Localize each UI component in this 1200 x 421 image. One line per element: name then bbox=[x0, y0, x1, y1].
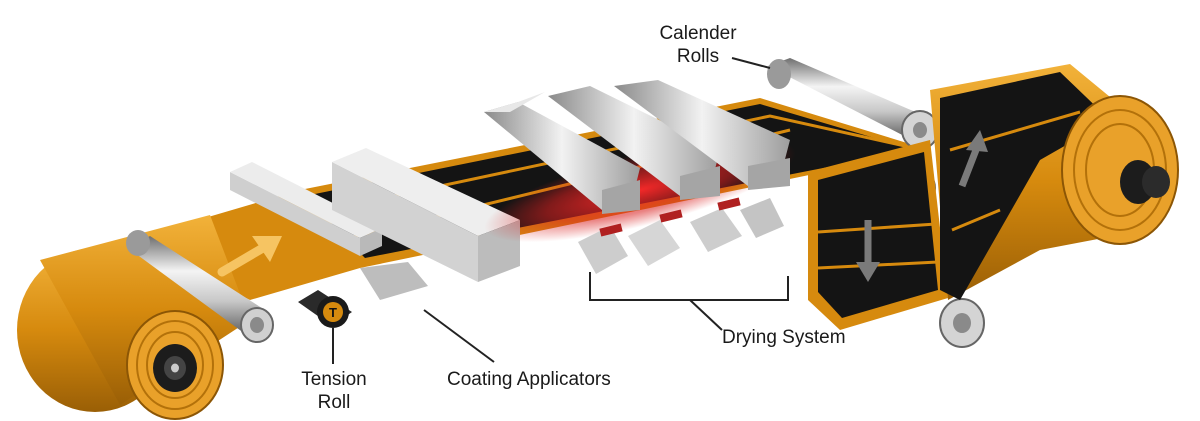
coating-applicator-2 bbox=[332, 148, 520, 282]
calender-rolls-label-line1: Calender bbox=[659, 23, 737, 44]
calender-leader bbox=[731, 57, 771, 69]
coating-leader bbox=[423, 309, 495, 363]
bottom-idler-roll bbox=[939, 298, 985, 348]
calender-rolls-label: Calender Rolls bbox=[656, 22, 740, 68]
drying-system-bracket bbox=[589, 272, 789, 301]
arrow-down-icon bbox=[856, 220, 880, 282]
calender-roll-upper bbox=[767, 58, 939, 150]
tension-roll-label: Tension Roll bbox=[298, 368, 370, 414]
tension-roll bbox=[298, 290, 352, 328]
dryer-lower-blocks bbox=[578, 197, 784, 274]
coating-applicators-label: Coating Applicators bbox=[447, 369, 611, 390]
drying-system-leader bbox=[689, 299, 723, 331]
arrow-up-right-icon bbox=[217, 236, 282, 277]
leader-lines bbox=[332, 57, 789, 364]
tension-roll-label-line1: Tension bbox=[301, 369, 367, 390]
dryer-upper-1 bbox=[484, 92, 640, 214]
idler-roll bbox=[126, 230, 274, 343]
vertical-web-loop bbox=[808, 140, 948, 330]
unwind-roll bbox=[17, 215, 250, 420]
coating-applicator-1 bbox=[230, 162, 428, 300]
tension-roll-badge: T bbox=[329, 305, 337, 320]
calender-rolls-label-line2: Rolls bbox=[676, 46, 720, 67]
arrow-up-icon bbox=[958, 130, 988, 188]
drying-system-label: Drying System bbox=[722, 327, 846, 348]
rewind-roll bbox=[930, 64, 1179, 300]
dryer-upper-3 bbox=[614, 80, 790, 190]
tension-roll-label-line2: Roll bbox=[317, 392, 351, 413]
dryer-upper-2 bbox=[548, 86, 720, 200]
